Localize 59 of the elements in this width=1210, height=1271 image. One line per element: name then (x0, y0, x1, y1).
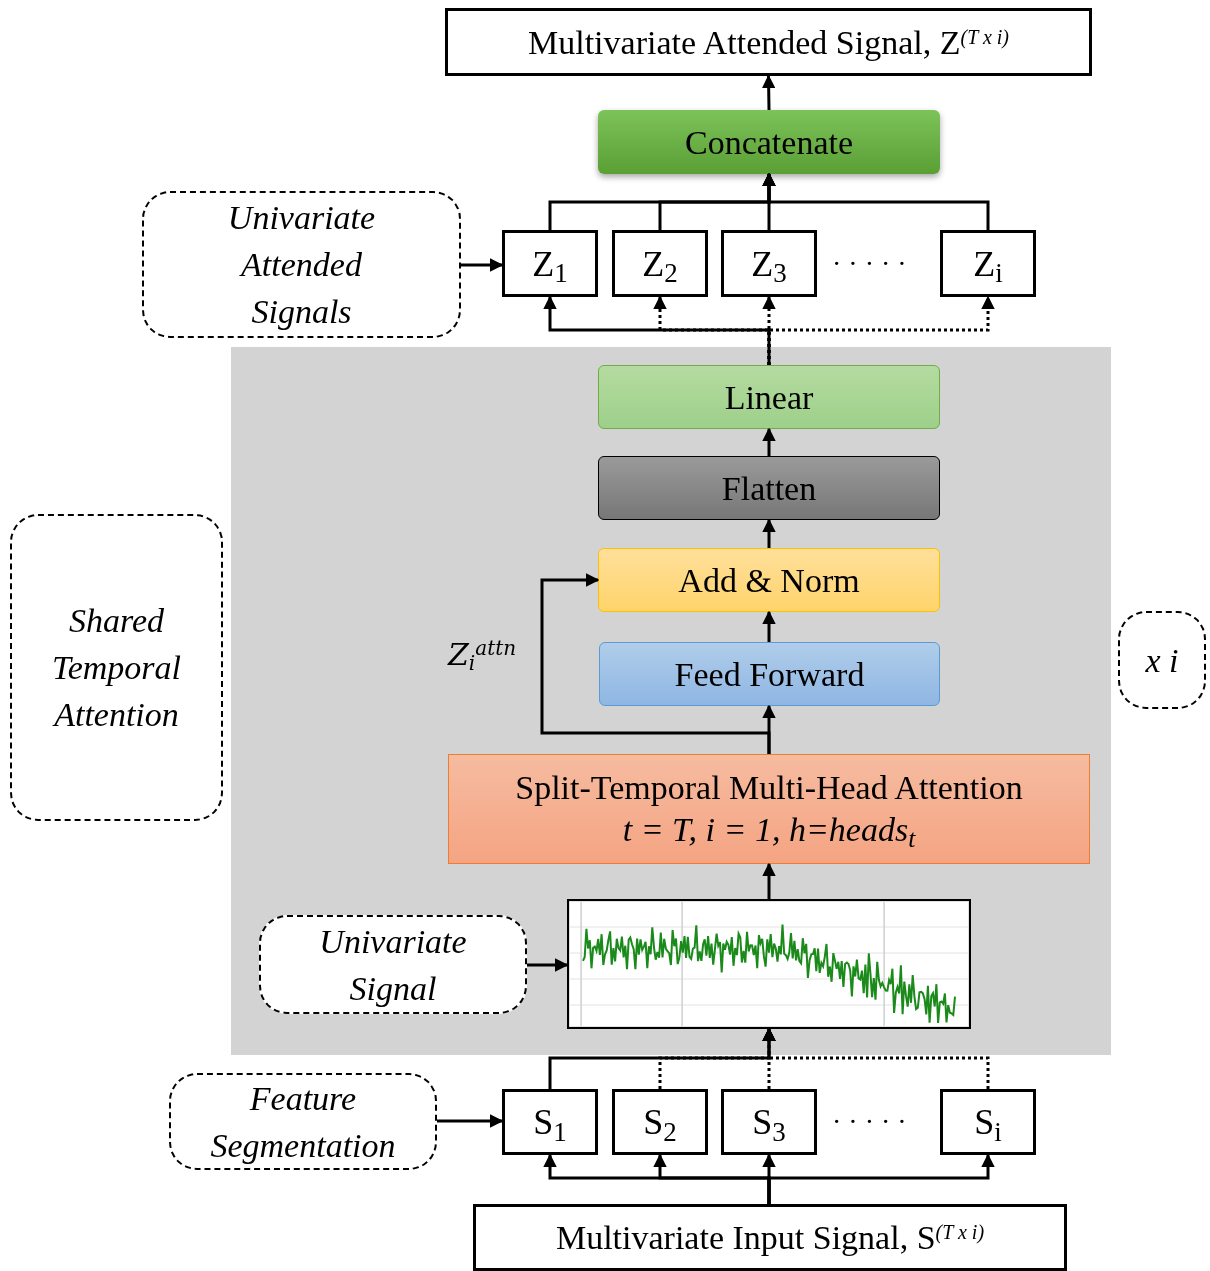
box-label: S$_{2}$ (642, 1101, 678, 1149)
arrow (762, 518, 776, 548)
arrow (543, 295, 771, 365)
box-label: Linear (723, 377, 815, 418)
process-box (598, 548, 940, 612)
note-box (169, 1073, 437, 1170)
box-label: Shared Temporal Attention (50, 601, 183, 735)
box-label: x i (1144, 640, 1180, 681)
arrow (761, 74, 776, 111)
arrow (762, 610, 776, 642)
signal-box (721, 230, 817, 297)
box-label: Split-Temporal Multi-Head Attention (514, 768, 1024, 808)
box-label: Feature Segmentation (209, 1078, 397, 1166)
box-label: Univariate Attended Signals (226, 198, 377, 332)
box-label: S$_{i}$ (973, 1101, 1003, 1149)
signal-box (612, 1089, 708, 1155)
arrow (540, 573, 771, 754)
box-label: Z$_{i}$ (972, 242, 1004, 291)
dotted-arrow (762, 1027, 990, 1089)
box-label: Add & Norm (677, 560, 861, 601)
box-label: Feed Forward (673, 654, 866, 695)
arrow (762, 172, 990, 230)
box-label: Univariate Signal (318, 921, 468, 1009)
arrow (527, 958, 569, 972)
arrow (762, 862, 776, 899)
process-box (599, 642, 940, 706)
dotted-arrow (767, 295, 995, 365)
process-box (598, 365, 940, 429)
box-label: Z$_{3}$ (750, 242, 788, 291)
ellipsis: · · · · · (832, 250, 907, 278)
input-box (473, 1204, 1067, 1271)
process-box (598, 456, 940, 520)
note-box (10, 514, 223, 821)
note-box (142, 191, 461, 338)
box-label: Z$_{1}$ (531, 242, 569, 291)
arrow (461, 258, 504, 272)
ellipsis: · · · · · (832, 1108, 907, 1136)
signal-box (940, 230, 1036, 297)
box-label: S$_{1}$ (532, 1101, 568, 1149)
box-label: Flatten (720, 468, 818, 509)
arrow (767, 1153, 995, 1204)
arrow (762, 427, 776, 456)
arrow (437, 1114, 504, 1128)
signal-box (502, 230, 598, 297)
box-label: Concatenate (684, 122, 854, 163)
note-box (259, 915, 527, 1014)
process-box (448, 754, 1090, 864)
panel-background (231, 347, 1111, 1055)
formula-text: t = T, i = 1, h=heads$_{t}$ (621, 810, 917, 851)
signal-box (940, 1089, 1036, 1155)
signal-box (502, 1089, 598, 1155)
box-label: Multivariate Attended Signal, Z$^{(T x i)}$ (527, 22, 1010, 63)
box-label: S$_{3}$ (751, 1101, 787, 1149)
output-box (445, 8, 1092, 76)
signal-box (612, 230, 708, 297)
signal-box (721, 1089, 817, 1155)
process-box (598, 110, 940, 174)
box-label: Z$_{2}$ (641, 242, 679, 291)
box-label: Multivariate Input Signal, S$^{(T x i)}$ (554, 1218, 986, 1258)
